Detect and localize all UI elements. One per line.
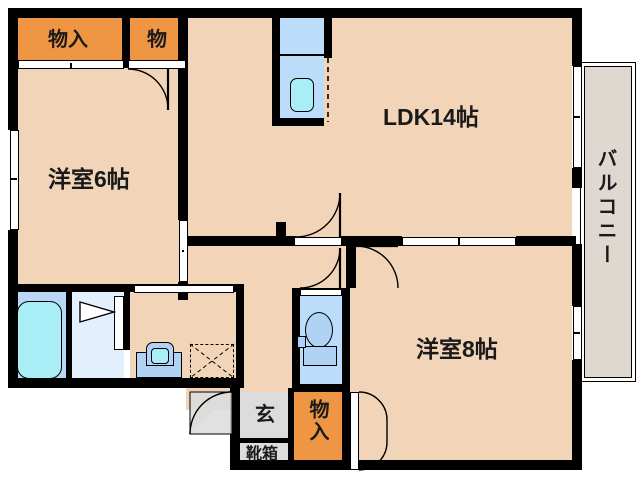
wall-ldk-room8-right (516, 236, 576, 246)
toilet-bowl (305, 312, 333, 348)
wc-door-opening[interactable] (300, 289, 342, 296)
kitchen-sink-icon (290, 78, 314, 112)
closet-top-large-label: 物入 (48, 29, 88, 51)
closet-top-large-door-line (70, 63, 72, 68)
ldk-room8-sliding-door-line (458, 238, 460, 245)
wall-washroom-right (236, 292, 244, 388)
room6-label: 洋室6帖 (48, 166, 130, 192)
wall-ldk-hall (186, 236, 296, 246)
wall-ldk-hall-stub (276, 222, 286, 238)
wall-right-room8-bottom (572, 360, 582, 470)
wall-right-ldk-mid (572, 168, 582, 188)
dressing-room-entry[interactable] (134, 285, 234, 293)
wall-kitchen-right (324, 8, 332, 58)
left-window-room6-line (11, 178, 17, 180)
bathtub-icon (17, 301, 62, 379)
room8-label: 洋室8帖 (416, 336, 498, 362)
wall-right-ldk-top (572, 8, 582, 66)
washing-machine-space-icon (190, 344, 234, 378)
balcony-window-upper-line (574, 116, 580, 118)
balcony-rail-inner (584, 66, 632, 378)
wall-wc-right (342, 288, 350, 392)
wall-room6-ldk (178, 8, 188, 68)
wall-closet-bottom-right (342, 392, 350, 470)
closet-bottom-room8 (294, 392, 350, 470)
wall-ldk-hall-2 (340, 236, 402, 246)
wall-bath-top (8, 284, 244, 292)
kitchen-sink-divider (280, 54, 324, 56)
closet-top-small (130, 18, 186, 66)
closet-top-small-label: 物 (147, 29, 167, 51)
closet-bottom-label-line1: 物入 (306, 399, 328, 443)
washbasin-bowl (151, 348, 169, 364)
wall-closet-divider-top (122, 8, 130, 66)
wall-wc-bottom (292, 384, 350, 392)
balcony-label: バルコニー (594, 148, 616, 268)
wall-left-outer-a (8, 8, 18, 130)
ldk-floor (186, 18, 572, 244)
wall-hall-room8 (346, 246, 356, 288)
wall-room6-ldk-2 (178, 68, 188, 220)
room8-closet-door[interactable] (350, 392, 359, 470)
ldk-label: LDK14帖 (383, 104, 479, 130)
room6-partition-window[interactable] (179, 220, 188, 282)
wall-wc-left (292, 288, 300, 392)
ldk-hall-door-opening[interactable] (294, 237, 342, 246)
balcony-floor (584, 66, 632, 378)
entrance-floor (240, 392, 294, 440)
wall-entrance-right (288, 388, 294, 470)
wall-bottom-bath (8, 378, 240, 388)
balcony-rail-outer (580, 62, 636, 382)
toilet-paper-holder (297, 336, 306, 348)
bath-inner-door[interactable] (114, 296, 124, 350)
closet-top-small-door[interactable] (128, 60, 186, 69)
shoe-box-label: 靴箱 (246, 446, 279, 463)
wall-kitchen-bottom (272, 118, 324, 126)
wall-left-outer-b (8, 230, 18, 388)
closet-top-large (18, 18, 122, 66)
wall-kitchen-left (272, 8, 280, 126)
wall-right-room8-mid (572, 244, 582, 306)
wall-bottom-room8 (240, 460, 582, 470)
balcony-window-lower-line (574, 332, 580, 334)
wall-entrance-left (230, 388, 240, 470)
entrance-label: 玄 (255, 404, 275, 426)
left-window-room6[interactable] (10, 130, 19, 230)
wall-shoebox-divider (240, 438, 294, 443)
wall-bath-div1 (66, 292, 72, 388)
toilet-tank (303, 346, 337, 366)
wall-top-outer (8, 8, 582, 18)
wall-bath-div2 (124, 292, 130, 350)
